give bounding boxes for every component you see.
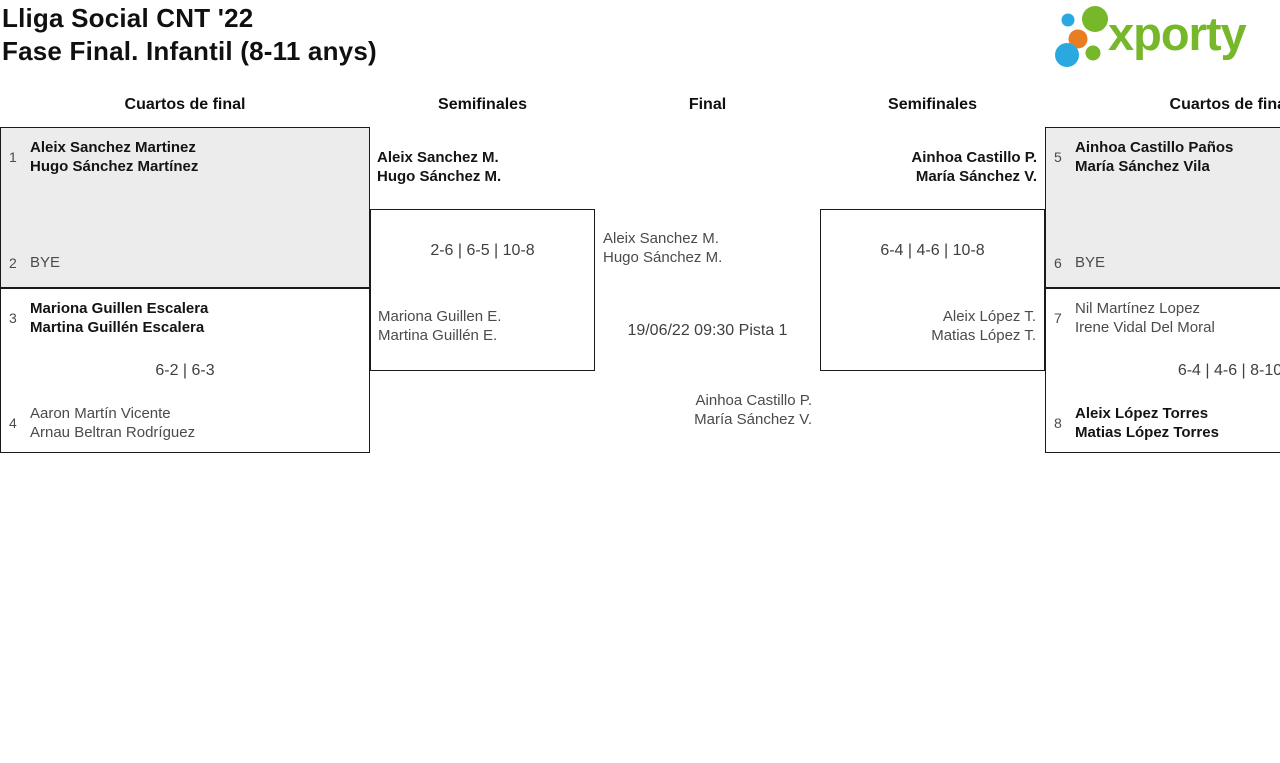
seed-number: 1 (9, 149, 17, 165)
logo-dot-green-large (1082, 6, 1108, 32)
sf-right-winner-names: Ainhoa Castillo P. María Sánchez V. (911, 148, 1037, 186)
round-header-final: Final (688, 96, 727, 113)
team-names: BYE (30, 253, 60, 272)
team-name-line: Matias López Torres (1075, 424, 1219, 441)
team-name-line: Arnau Beltran Rodríguez (30, 424, 196, 441)
team-name-line: Ainhoa Castillo P. (695, 392, 812, 409)
tournament-title-line1: Lliga Social CNT '22 (2, 3, 254, 33)
match-score: 6-4 | 4-6 | 8-10 (1177, 361, 1280, 379)
team-name-line: Matias López T. (931, 327, 1036, 344)
team-names: Aleix López Torres Matias López Torres (1075, 404, 1219, 442)
team-row-seed8: 8 Aleix López Torres Matias López Torres (1054, 404, 1280, 442)
team-names: Mariona Guillen Escalera Martina Guillén… (30, 299, 208, 337)
tournament-title-line2: Fase Final. Infantil (8-11 anys) (2, 36, 377, 66)
team-name-line: BYE (30, 254, 61, 271)
team-row-seed4: 4 Aaron Martín Vicente Arnau Beltran Rod… (9, 404, 361, 442)
team-name-line: Martina Guillén Escalera (30, 319, 205, 336)
sf-left-loser-names: Mariona Guillen E. Martina Guillén E. (378, 307, 501, 345)
team-name-line: Hugo Sánchez M. (603, 249, 723, 266)
match-box-sf-right: 6-4 | 4-6 | 10-8 Aleix López T. Matias L… (820, 209, 1045, 371)
xporty-logo[interactable]: xporty (1046, 4, 1280, 72)
seed-number: 2 (9, 254, 17, 271)
logo-dot-blue-large (1055, 43, 1079, 67)
round-header-semifinals-right: Semifinales (888, 96, 977, 113)
team-names: Nil Martínez Lopez Irene Vidal Del Moral (1075, 299, 1215, 337)
team-row-seed2: 2 BYE (9, 253, 361, 272)
match-box-qf3: 5 Ainhoa Castillo Paños María Sánchez Vi… (1045, 127, 1280, 288)
team-name-line: Mariona Guillen Escalera (30, 300, 209, 317)
team-name-line: Aaron Martín Vicente (30, 405, 171, 422)
round-header-quarterfinals-right: Cuartos de final (1169, 96, 1280, 113)
match-box-qf4: 7 Nil Martínez Lopez Irene Vidal Del Mor… (1045, 288, 1280, 453)
tournament-title: Lliga Social CNT '22 Fase Final. Infanti… (2, 2, 377, 68)
team-names: Aleix Sanchez Martinez Hugo Sánchez Mart… (30, 138, 198, 176)
match-score: 6-4 | 4-6 | 10-8 (880, 242, 985, 259)
team-name-line: Irene Vidal Del Moral (1075, 319, 1215, 336)
match-box-qf2: 3 Mariona Guillen Escalera Martina Guill… (0, 288, 370, 453)
seed-number: 5 (1054, 149, 1062, 165)
seed-number: 3 (9, 310, 17, 326)
final-schedule: 19/06/22 09:30 Pista 1 (627, 322, 788, 339)
match-score: 2-6 | 6-5 | 10-8 (430, 242, 535, 259)
round-header-quarterfinals-left: Cuartos de final (124, 96, 246, 113)
final-team2-names: Ainhoa Castillo P. María Sánchez V. (694, 391, 812, 429)
team-names: Ainhoa Castillo Paños María Sánchez Vila (1075, 138, 1233, 176)
team-row-seed1: 1 Aleix Sanchez Martinez Hugo Sánchez Ma… (9, 138, 361, 176)
team-names: BYE (1075, 253, 1105, 272)
team-name-line: María Sánchez V. (915, 168, 1037, 185)
team-row-seed6: 6 BYE (1054, 253, 1280, 272)
round-header-semifinals-left: Semifinales (438, 96, 527, 113)
logo-dot-orange (1068, 29, 1088, 49)
team-name-line: Martina Guillén E. (378, 327, 498, 344)
seed-number: 8 (1054, 415, 1062, 431)
team-name-line: Ainhoa Castillo Paños (1075, 139, 1234, 156)
team-name-line: Aleix Sanchez Martinez (30, 139, 196, 156)
team-name-line: Aleix Sanchez M. (603, 230, 719, 247)
team-name-line: BYE (1075, 254, 1106, 271)
match-score: 6-2 | 6-3 (155, 361, 215, 379)
seed-number: 6 (1054, 254, 1062, 271)
team-name-line: Aleix López T. (942, 308, 1036, 325)
team-name-line: Mariona Guillen E. (378, 308, 502, 325)
seed-number: 7 (1054, 310, 1062, 326)
logo-dot-blue-small (1061, 13, 1075, 27)
team-names: Aaron Martín Vicente Arnau Beltran Rodrí… (30, 404, 195, 442)
team-name-line: Hugo Sánchez M. (377, 168, 502, 185)
team-name-line: María Sánchez V. (694, 411, 812, 428)
sf-left-winner-names: Aleix Sanchez M. Hugo Sánchez M. (377, 148, 501, 186)
logo-wordmark: xporty (1108, 7, 1247, 60)
team-name-line: Aleix López Torres (1075, 405, 1209, 422)
team-name-line: Nil Martínez Lopez (1075, 300, 1201, 317)
seed-number: 4 (9, 415, 17, 431)
team-name-line: Ainhoa Castillo P. (911, 149, 1037, 166)
match-box-sf-left: 2-6 | 6-5 | 10-8 Mariona Guillen E. Mart… (370, 209, 595, 371)
team-name-line: Aleix Sanchez M. (377, 149, 499, 166)
sf-right-loser-names: Aleix López T. Matias López T. (931, 307, 1036, 345)
team-row-seed3: 3 Mariona Guillen Escalera Martina Guill… (9, 299, 361, 337)
team-row-seed7: 7 Nil Martínez Lopez Irene Vidal Del Mor… (1054, 299, 1280, 337)
team-name-line: Hugo Sánchez Martínez (30, 158, 199, 175)
final-team1-names: Aleix Sanchez M. Hugo Sánchez M. (603, 229, 722, 267)
team-row-seed5: 5 Ainhoa Castillo Paños María Sánchez Vi… (1054, 138, 1280, 176)
logo-dots-icon (1055, 6, 1108, 67)
match-box-qf1: 1 Aleix Sanchez Martinez Hugo Sánchez Ma… (0, 127, 370, 288)
team-name-line: María Sánchez Vila (1075, 158, 1210, 175)
logo-dot-green-small (1085, 45, 1101, 61)
